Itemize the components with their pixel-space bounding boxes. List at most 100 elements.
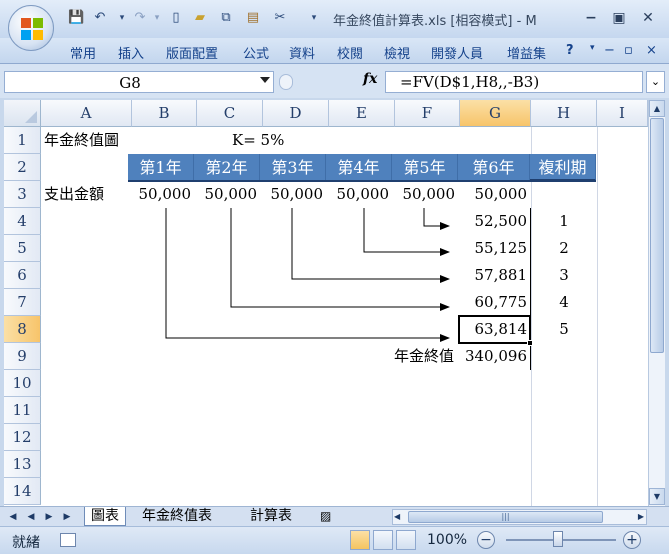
expand-formula-bar-icon[interactable]: ⌄ bbox=[646, 71, 665, 93]
row-header-4[interactable]: 4 bbox=[4, 208, 41, 235]
column-header-a[interactable]: A bbox=[41, 100, 132, 127]
tab-formulas[interactable]: 公式 bbox=[243, 47, 270, 62]
page-break-view-icon[interactable] bbox=[396, 530, 416, 550]
header-compound-periods[interactable]: 複利期 bbox=[530, 154, 596, 181]
cell-h4[interactable]: 1 bbox=[559, 212, 569, 230]
column-header-h[interactable]: H bbox=[531, 100, 597, 127]
tab-insert[interactable]: 插入 bbox=[118, 47, 145, 62]
row-header-6[interactable]: 6 bbox=[4, 262, 41, 289]
cell-g6[interactable]: 57,881 bbox=[474, 266, 528, 284]
header-year-1[interactable]: 第1年 bbox=[128, 154, 194, 181]
row-header-9[interactable]: 9 bbox=[4, 343, 41, 370]
row-header-13[interactable]: 13 bbox=[4, 451, 41, 478]
chevron-down-icon[interactable] bbox=[260, 77, 270, 83]
scroll-right-icon[interactable]: ▶ bbox=[637, 512, 644, 521]
header-year-2[interactable]: 第2年 bbox=[194, 154, 260, 181]
row-header-7[interactable]: 7 bbox=[4, 289, 41, 316]
redo-icon[interactable]: ↷ bbox=[134, 10, 146, 25]
last-sheet-icon[interactable]: ▶ bbox=[63, 512, 71, 522]
redo-dropdown-icon[interactable]: ▾ bbox=[154, 13, 160, 23]
header-year-5[interactable]: 第5年 bbox=[392, 154, 458, 181]
cell-g5[interactable]: 55,125 bbox=[474, 239, 528, 257]
row-header-12[interactable]: 12 bbox=[4, 424, 41, 451]
header-year-3[interactable]: 第3年 bbox=[260, 154, 326, 181]
page-layout-view-icon[interactable] bbox=[373, 530, 393, 550]
horizontal-scroll-thumb[interactable]: ||| bbox=[408, 511, 603, 523]
header-year-6[interactable]: 第6年 bbox=[458, 154, 530, 181]
cell-e3[interactable]: 50,000 bbox=[336, 185, 390, 203]
cell-d3[interactable]: 50,000 bbox=[270, 185, 324, 203]
column-header-c[interactable]: C bbox=[197, 100, 263, 127]
splitter-handle[interactable] bbox=[279, 74, 293, 90]
vertical-scrollbar[interactable]: ▲ ▼ bbox=[648, 100, 665, 506]
cell-g3[interactable]: 50,000 bbox=[474, 185, 528, 203]
zoom-in-icon[interactable]: + bbox=[623, 531, 641, 549]
row-header-10[interactable]: 10 bbox=[4, 370, 41, 397]
new-file-icon[interactable]: ▯ bbox=[172, 10, 180, 25]
row-header-8[interactable]: 8 bbox=[4, 316, 41, 343]
column-header-g[interactable]: G bbox=[460, 100, 531, 127]
save-icon[interactable]: 💾 bbox=[68, 10, 85, 25]
zoom-out-icon[interactable]: − bbox=[477, 531, 495, 549]
scroll-down-icon[interactable]: ▼ bbox=[649, 488, 665, 505]
select-all-button[interactable] bbox=[4, 100, 41, 127]
help-dropdown-icon[interactable]: ▾ bbox=[590, 43, 595, 53]
cell-f3[interactable]: 50,000 bbox=[402, 185, 456, 203]
cell-g9[interactable]: 340,096 bbox=[464, 347, 527, 365]
worksheet-grid[interactable]: A B C D E F G H I 1 2 3 4 5 6 7 8 9 10 1… bbox=[4, 100, 648, 506]
undo-icon[interactable]: ↶ bbox=[94, 10, 106, 25]
customize-toolbar-icon[interactable]: ▾ bbox=[311, 13, 317, 23]
paste-icon[interactable]: ▤ bbox=[246, 10, 260, 25]
first-sheet-icon[interactable]: ◀ bbox=[9, 512, 17, 522]
tab-home[interactable]: 常用 bbox=[70, 47, 97, 62]
column-header-d[interactable]: D bbox=[263, 100, 329, 127]
cell-a1[interactable]: 年金終值圖 bbox=[44, 131, 120, 149]
name-box[interactable]: G8 bbox=[4, 71, 274, 93]
fill-handle[interactable] bbox=[527, 340, 533, 346]
prev-sheet-icon[interactable]: ◀ bbox=[27, 512, 35, 522]
help-icon[interactable]: ? bbox=[566, 43, 574, 58]
macro-record-icon[interactable] bbox=[60, 533, 76, 547]
tab-developer[interactable]: 開發人員 bbox=[431, 47, 484, 62]
vertical-scroll-thumb[interactable] bbox=[650, 118, 664, 353]
ribbon-close-icon[interactable]: × bbox=[646, 43, 657, 58]
column-header-i[interactable]: I bbox=[597, 100, 648, 127]
cell-d1[interactable]: K= 5% bbox=[232, 131, 285, 149]
scroll-up-icon[interactable]: ▲ bbox=[649, 100, 665, 117]
zoom-level[interactable]: 100% bbox=[427, 532, 468, 548]
sheet-tab-calculation[interactable]: 計算表 bbox=[250, 508, 292, 524]
insert-sheet-icon[interactable]: ▨ bbox=[320, 509, 332, 523]
sheet-tab-annuity-table[interactable]: 年金終值表 bbox=[142, 508, 212, 524]
ribbon-minimize-icon[interactable]: − bbox=[604, 43, 615, 58]
horizontal-scrollbar[interactable]: ◀ ||| ▶ bbox=[392, 509, 647, 525]
column-header-f[interactable]: F bbox=[395, 100, 460, 127]
tab-data[interactable]: 資料 bbox=[289, 47, 316, 62]
copy-icon[interactable]: ⧉ bbox=[221, 10, 231, 25]
open-folder-icon[interactable]: ▰ bbox=[195, 10, 205, 25]
cell-f9[interactable]: 年金終值 bbox=[393, 347, 454, 365]
cell-b3[interactable]: 50,000 bbox=[138, 185, 192, 203]
cell-h6[interactable]: 3 bbox=[559, 266, 569, 284]
row-header-14[interactable]: 14 bbox=[4, 478, 41, 505]
column-header-e[interactable]: E bbox=[329, 100, 395, 127]
column-header-b[interactable]: B bbox=[132, 100, 197, 127]
cell-c3[interactable]: 50,000 bbox=[204, 185, 258, 203]
cell-g7[interactable]: 60,775 bbox=[474, 293, 528, 311]
next-sheet-icon[interactable]: ▶ bbox=[45, 512, 53, 522]
tab-add-ins[interactable]: 增益集 bbox=[507, 47, 547, 62]
office-button[interactable] bbox=[8, 5, 54, 51]
row-header-1[interactable]: 1 bbox=[4, 127, 41, 154]
row-header-3[interactable]: 3 bbox=[4, 181, 41, 208]
insert-function-icon[interactable]: fx bbox=[363, 71, 378, 87]
close-icon[interactable]: ✕ bbox=[642, 10, 654, 26]
cell-a3[interactable]: 支出金額 bbox=[44, 185, 105, 203]
cell-g8[interactable]: 63,814 bbox=[474, 320, 528, 338]
zoom-slider-thumb[interactable] bbox=[553, 531, 563, 547]
restore-icon[interactable]: ▣ bbox=[612, 10, 626, 26]
row-header-2[interactable]: 2 bbox=[4, 154, 41, 181]
row-header-5[interactable]: 5 bbox=[4, 235, 41, 262]
cell-h5[interactable]: 2 bbox=[559, 239, 569, 257]
undo-dropdown-icon[interactable]: ▾ bbox=[119, 13, 125, 23]
formula-input[interactable]: =FV(D$1,H8,,-B3) bbox=[385, 71, 643, 93]
cell-h8[interactable]: 5 bbox=[559, 320, 569, 338]
